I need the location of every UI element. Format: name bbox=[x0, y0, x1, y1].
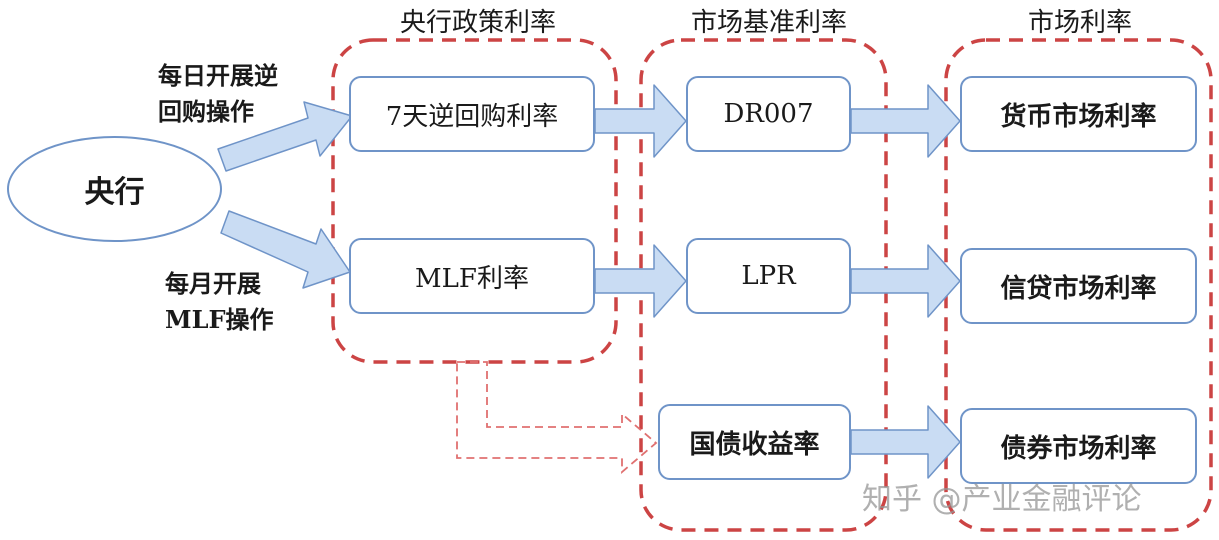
daily-operation-label-line2: 回购操作 bbox=[158, 97, 254, 126]
dr007-node: DR007 bbox=[686, 76, 851, 152]
central-bank-node: 央行 bbox=[7, 136, 222, 242]
benchmark-rate-group-title: 市场基准利率 bbox=[690, 8, 847, 38]
watermark-text: 知乎 @产业金融评论 bbox=[862, 482, 1142, 517]
treasury-yield-node: 国债收益率 bbox=[658, 404, 851, 480]
monthly-operation-label: 每月开展 MLF操作 bbox=[165, 266, 273, 338]
arrow-dr007-to-money-market bbox=[850, 84, 961, 158]
daily-operation-label: 每日开展逆 回购操作 bbox=[158, 58, 278, 130]
market-rate-group-title: 市场利率 bbox=[1027, 8, 1132, 38]
monthly-operation-label-line2: MLF操作 bbox=[165, 305, 274, 334]
mlf-rate-node: MLF利率 bbox=[349, 238, 595, 314]
arrow-treasury-to-bond-market bbox=[850, 405, 961, 479]
central-bank-label: 央行 bbox=[84, 175, 145, 210]
daily-operation-label-line1: 每日开展逆 bbox=[158, 61, 278, 90]
policy-rate-group-title: 央行政策利率 bbox=[399, 8, 556, 38]
credit-market-rate-node: 信贷市场利率 bbox=[960, 248, 1197, 324]
arrow-mlf-to-lpr bbox=[594, 244, 687, 318]
dashed-arrow-policy-to-treasury bbox=[456, 361, 658, 474]
money-market-rate-node: 货币市场利率 bbox=[960, 76, 1197, 152]
bond-market-rate-node: 债券市场利率 bbox=[960, 408, 1197, 484]
arrow-reverse-repo-to-dr007 bbox=[594, 84, 687, 158]
monthly-operation-arrow bbox=[220, 210, 351, 289]
reverse-repo-rate-node: 7天逆回购利率 bbox=[349, 76, 595, 152]
monthly-operation-label-line1: 每月开展 bbox=[165, 269, 261, 298]
lpr-node: LPR bbox=[686, 238, 851, 314]
daily-operation-arrow bbox=[217, 101, 353, 172]
arrow-lpr-to-credit-market bbox=[850, 244, 961, 318]
